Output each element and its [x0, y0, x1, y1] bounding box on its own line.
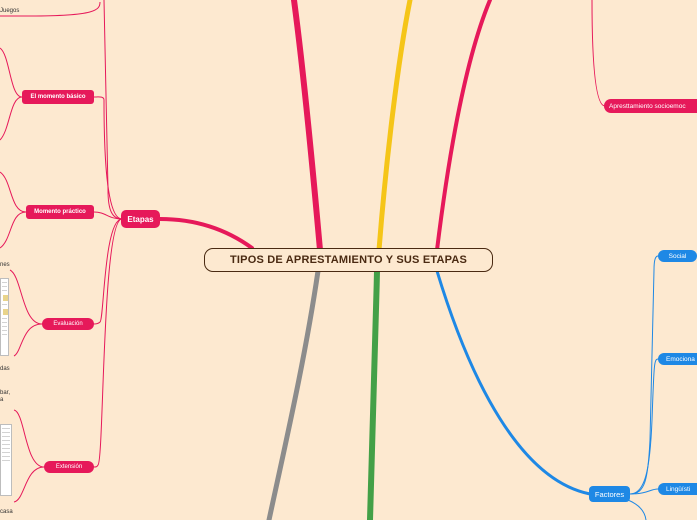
topic-aprestamiento-socioemocional[interactable]: Apresttamiento socioemoc [604, 99, 697, 113]
branch-line-top-pink [291, 0, 323, 253]
leaf-text-bar: bar, [0, 390, 11, 396]
branch-line-factores [435, 269, 592, 496]
subtopic-social[interactable]: Social [658, 250, 697, 262]
subtopic-juegos[interactable]: Juegos [0, 8, 20, 14]
branch-line-green [367, 268, 380, 520]
extension-image-thumbnail [0, 424, 12, 496]
leaf-text-das: das [0, 366, 10, 372]
evaluation-image-thumbnail [0, 278, 9, 356]
subtopic-momento-basico[interactable]: El momento básico [22, 90, 94, 104]
branch-line-etapas [158, 217, 254, 250]
subtopic-momento-practico[interactable]: Momento práctico [26, 205, 94, 219]
subtopic-evaluacion[interactable]: Evaluación [42, 318, 94, 330]
leaf-text-a: a [0, 397, 4, 403]
root-topic[interactable]: TIPOS DE APRESTAMIENTO Y SUS ETAPAS [204, 248, 493, 272]
branch-line-right-pink [435, 0, 492, 252]
subtopic-extension[interactable]: Extensión [44, 461, 94, 473]
subtopic-linguistico[interactable]: Lingüísti [658, 483, 697, 495]
leaf-text-nes: nes [0, 262, 10, 268]
topic-etapas[interactable]: Etapas [121, 210, 160, 228]
branch-line-yellow [376, 0, 413, 253]
leaf-text-casa: casa [0, 509, 13, 515]
topic-factores[interactable]: Factores [589, 486, 630, 502]
subtopic-emocional[interactable]: Emociona [658, 353, 697, 365]
branch-line-gray [266, 268, 321, 520]
